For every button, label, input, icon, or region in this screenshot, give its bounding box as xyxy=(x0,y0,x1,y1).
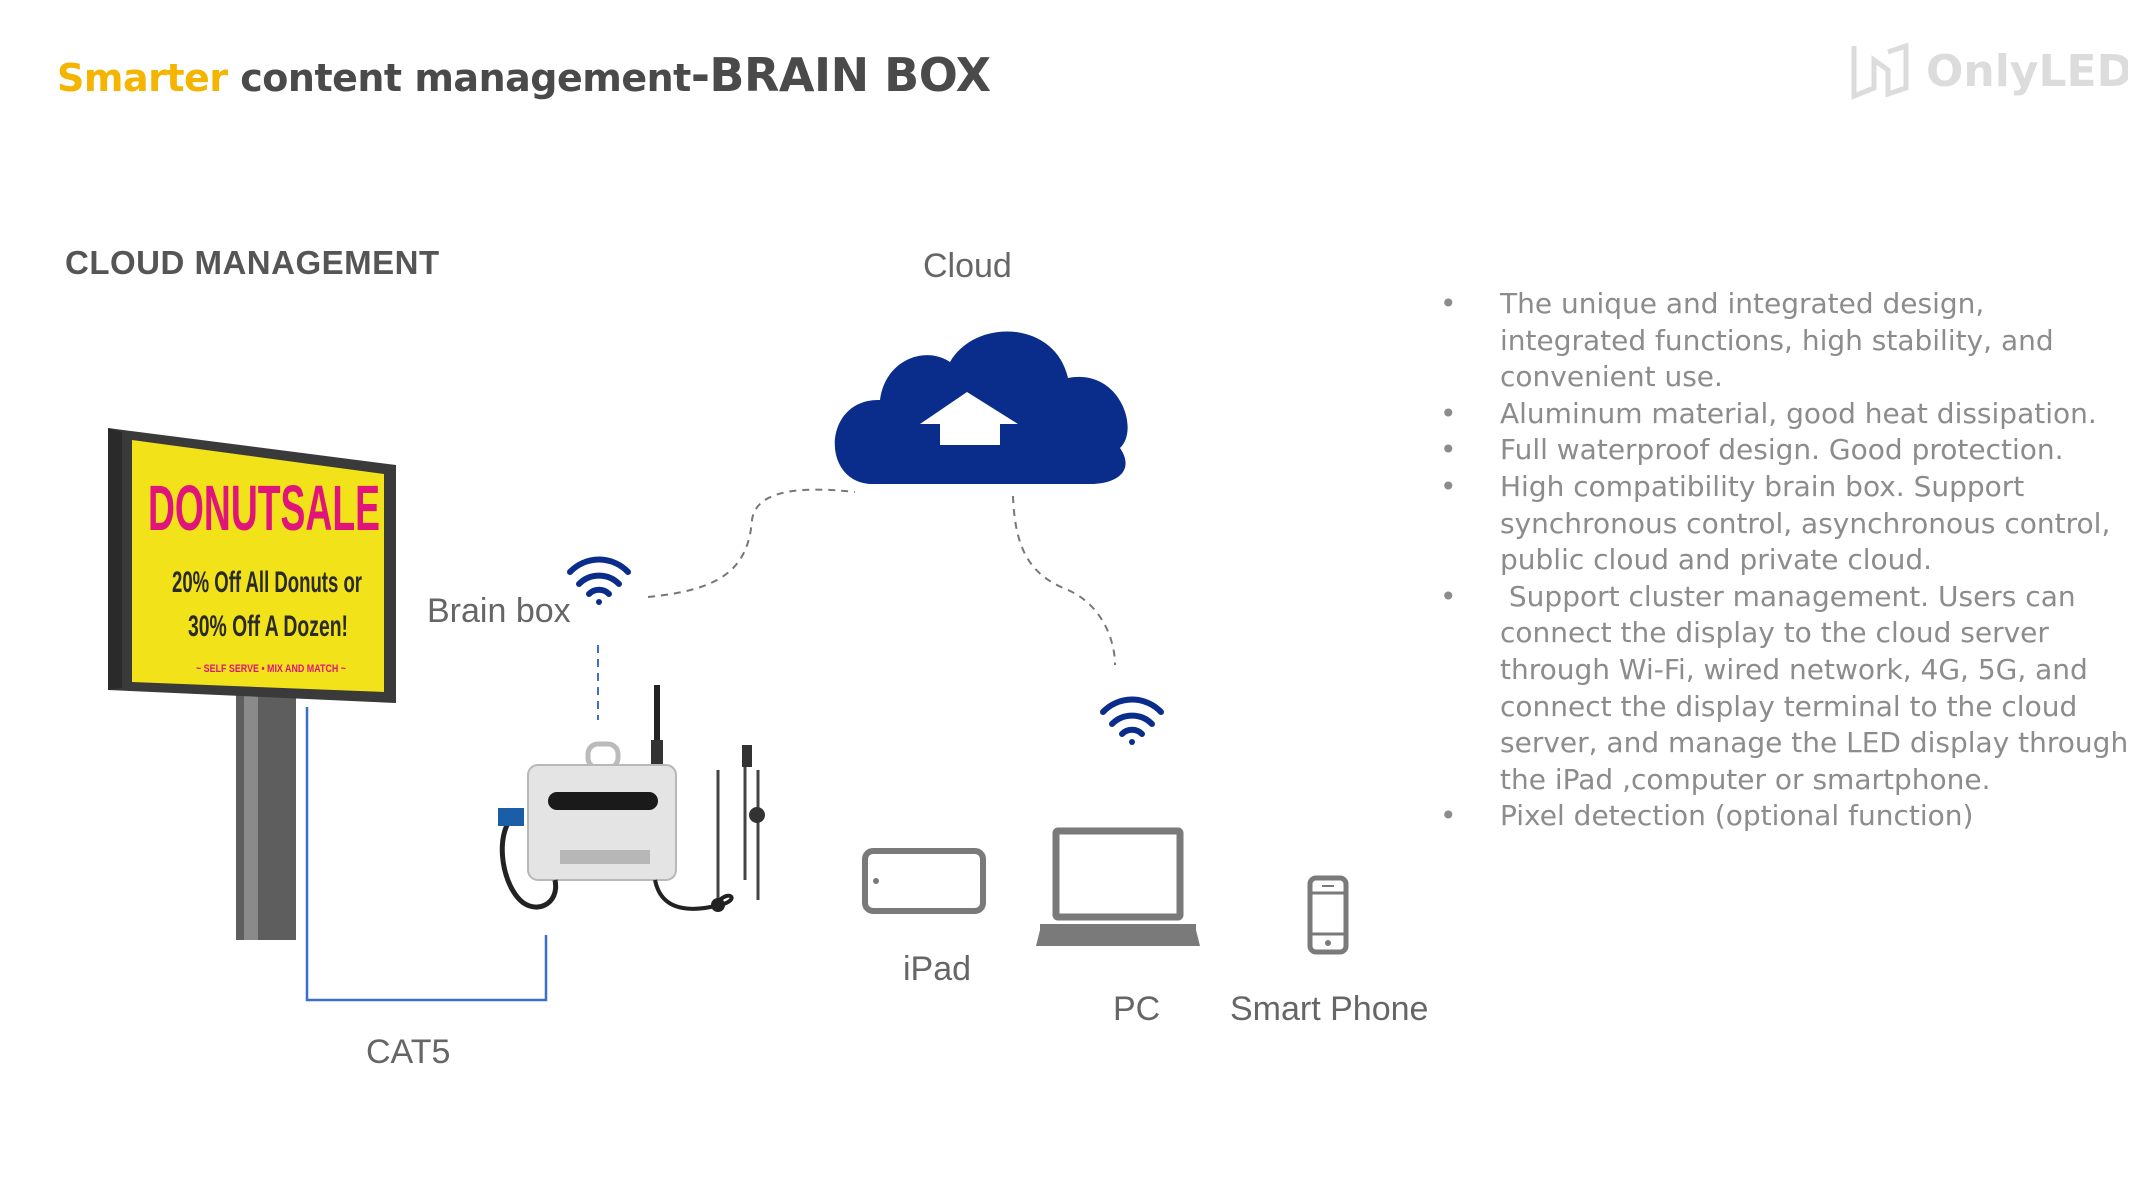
feature-item: Pixel detection (optional function) xyxy=(1440,798,2130,835)
title-main: content management xyxy=(227,56,691,100)
title-accent: Smarter xyxy=(57,56,228,100)
feature-item: High compatibility brain box. Support sy… xyxy=(1440,469,2130,579)
pc-label: PC xyxy=(1113,990,1161,1028)
feature-list: The unique and integrated design, integr… xyxy=(1440,286,2130,835)
cloud-link-right xyxy=(1012,495,1116,666)
cat5-cable xyxy=(305,707,548,1002)
billboard-line1: 20% Off All Donuts or xyxy=(172,566,362,599)
billboard: DONUTSALE 20% Off All Donuts or 30% Off … xyxy=(108,428,396,940)
laptop-icon xyxy=(1036,827,1200,946)
cat5-label: CAT5 xyxy=(366,1033,451,1071)
page-title: Smarter content management-BRAIN BOX xyxy=(57,48,991,102)
brainbox-label: Brain box xyxy=(427,592,571,630)
billboard-screen xyxy=(132,440,384,692)
wifi-icon-devices xyxy=(1100,696,1164,745)
brain-box-device xyxy=(498,685,765,912)
feature-item: Aluminum material, good heat dissipation… xyxy=(1440,396,2130,433)
smartphone-label: Smart Phone xyxy=(1230,990,1429,1028)
wifi-icon-brainbox xyxy=(567,556,631,605)
title-dash: - xyxy=(690,48,710,102)
feature-item: The unique and integrated design, integr… xyxy=(1440,286,2130,396)
title-product: BRAIN BOX xyxy=(709,48,991,102)
ipad-label: iPad xyxy=(903,950,972,988)
cloud-icon xyxy=(834,331,1128,484)
billboard-line2: 30% Off A Dozen! xyxy=(188,610,348,643)
billboard-headline: DONUTSALE xyxy=(148,472,380,544)
upload-arrow-icon xyxy=(920,392,1018,445)
cloud-link-left xyxy=(647,488,856,598)
cloud-label: Cloud xyxy=(923,247,1012,285)
billboard-footer: ~ SELF SERVE • MIX AND MATCH ~ xyxy=(196,663,346,675)
logo-text: OnlyLED xyxy=(1926,46,2128,97)
feature-item: Full waterproof design. Good protection. xyxy=(1440,432,2130,469)
ipad-icon xyxy=(862,848,986,914)
onlyled-logo: OnlyLED xyxy=(1851,42,2128,100)
smartphone-icon xyxy=(1307,875,1349,955)
section-heading: CLOUD MANAGEMENT xyxy=(65,244,440,281)
feature-item: Support cluster management. Users can co… xyxy=(1440,579,2130,799)
